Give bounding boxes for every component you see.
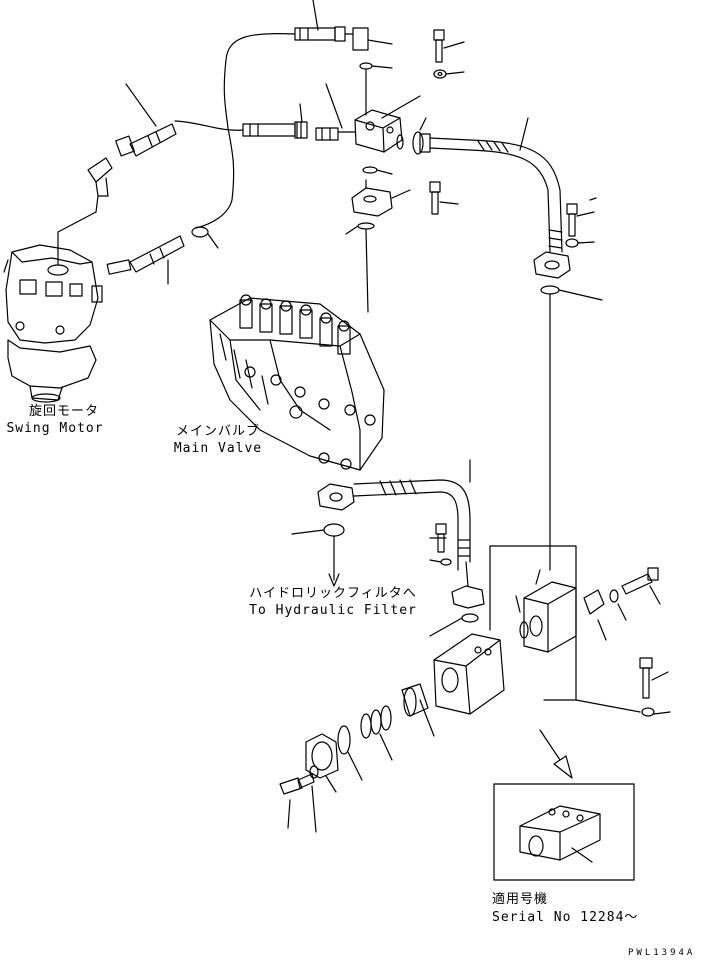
serial-label-jp: 適用号機 [492,892,549,907]
o-ring-filter [323,523,345,537]
filter-label-en: To Hydraulic Filter [249,603,417,618]
cover-plate [305,733,339,779]
o-ring-right [540,285,560,295]
top-hose-line-2 [195,127,235,229]
main-valve-label-en: Main Valve [173,441,263,456]
o-ring-top [359,62,373,70]
plate-right [583,589,605,615]
motor-hose [129,123,177,157]
top-hose-fitting [294,27,336,41]
right-flange [533,251,571,279]
elbow-fitting [352,27,369,51]
flange-block [345,179,459,313]
tee-nipple [315,127,339,141]
serial-label-en: Serial No 12284～ [492,910,639,925]
o-ring-lower [362,166,378,174]
inset-block [519,805,601,861]
main-block [433,633,505,715]
o-ring-cover [337,725,351,755]
swing-motor [3,211,103,403]
bolt-right-angled [621,573,653,595]
right-return-hose [412,117,603,571]
motor-elbow-fitting [87,83,177,213]
main-valve [209,294,385,471]
o-ring-side [396,134,404,150]
inset-arrow [539,729,573,779]
swing-motor-label-en: Swing Motor [6,421,104,436]
filter-label-jp: ハイドロリックフィルタへ [249,586,417,601]
filter-hose [291,459,485,637]
washer-lower-left [309,765,319,779]
o-ring-flange [357,222,375,230]
o-ring-motor [191,226,209,238]
main-valve-label-jp: メインバルブ [175,424,260,439]
tee-block [354,109,403,153]
washer-top-1 [433,69,447,79]
top-hose-line-1 [223,32,296,129]
filter-hose-flange [317,483,355,511]
bolt-lower-left [279,777,303,795]
bolt-top-1 [433,29,465,63]
spring-1 [380,705,392,731]
inset-frame [493,783,635,881]
upper-straight-hose [242,123,296,137]
motor-lower-hose [106,226,219,285]
serial-inset [493,783,635,881]
filter-block-assembly [279,545,671,833]
swing-motor-label-jp: 旋回モータ [28,404,99,419]
strainer [401,683,429,717]
arrow-to-filter [328,573,340,587]
bolt-right-vertical [639,657,653,669]
side-block [523,581,577,653]
drawing-code: PWL1394A [628,948,696,958]
upper-hose-connector [174,120,244,131]
top-hose-assembly [174,0,465,229]
